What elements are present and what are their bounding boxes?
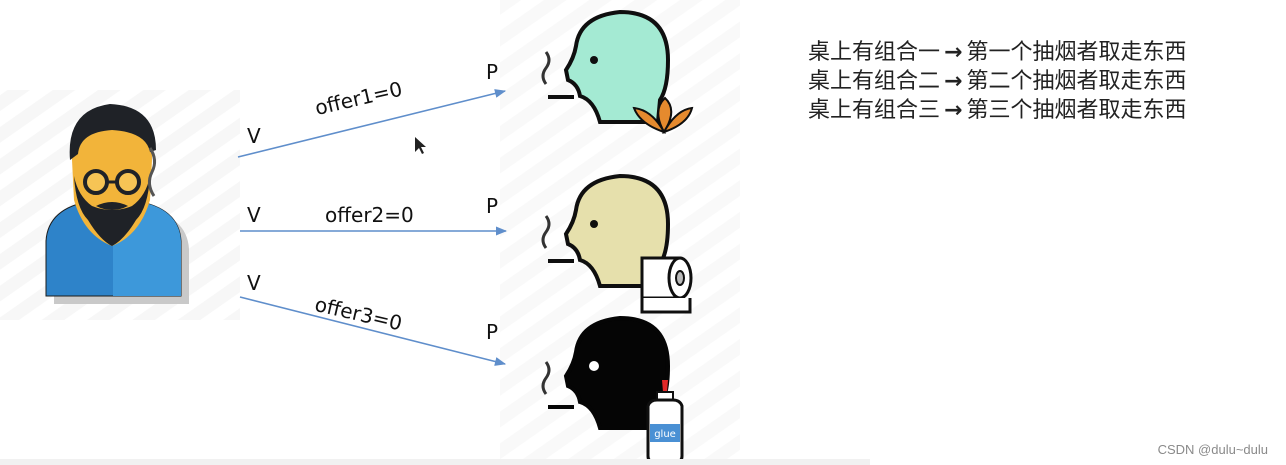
glue-label: glue: [654, 429, 676, 440]
smoker-3-icon: [541, 315, 671, 430]
rule-result: 第三个抽烟者取走东西: [966, 98, 1187, 123]
rule-line-2: 桌上有组合二→第二个抽烟者取走东西: [808, 67, 1186, 96]
watermark: CSDN @dulu~dulu: [1157, 442, 1268, 457]
rule-result: 第一个抽烟者取走东西: [966, 40, 1187, 65]
p-label-1: P: [486, 60, 499, 84]
paper-roll-icon: [640, 256, 693, 314]
right-arrow-icon: →: [944, 98, 963, 123]
right-arrow-icon: →: [944, 69, 963, 94]
v-label-2: V: [247, 203, 261, 227]
rules-list: 桌上有组合一→第一个抽烟者取走东西 桌上有组合二→第二个抽烟者取走东西 桌上有组…: [808, 38, 1186, 125]
right-arrow-icon: →: [944, 40, 963, 65]
v-label-1: V: [247, 124, 261, 148]
rule-condition: 桌上有组合三: [808, 98, 941, 123]
rule-condition: 桌上有组合一: [808, 40, 941, 65]
tobacco-leaf-icon: [632, 96, 694, 134]
rule-result: 第二个抽烟者取走东西: [966, 69, 1187, 94]
glue-bottle-icon: glue: [646, 380, 684, 464]
rule-condition: 桌上有组合二: [808, 69, 941, 94]
p-label-2: P: [486, 194, 499, 218]
bearded-man-icon: [45, 104, 189, 304]
arrow-offer1: [237, 89, 507, 158]
v-label-3: V: [247, 271, 261, 295]
offer2-label: offer2=0: [325, 203, 414, 227]
smoker-1-icon: [541, 9, 671, 124]
cursor-icon: [415, 137, 426, 154]
rule-line-3: 桌上有组合三→第三个抽烟者取走东西: [808, 96, 1186, 125]
bottom-strip: [0, 459, 870, 465]
p-label-3: P: [486, 320, 499, 344]
arrow-offer3: [239, 296, 507, 366]
rule-line-1: 桌上有组合一→第一个抽烟者取走东西: [808, 38, 1186, 67]
